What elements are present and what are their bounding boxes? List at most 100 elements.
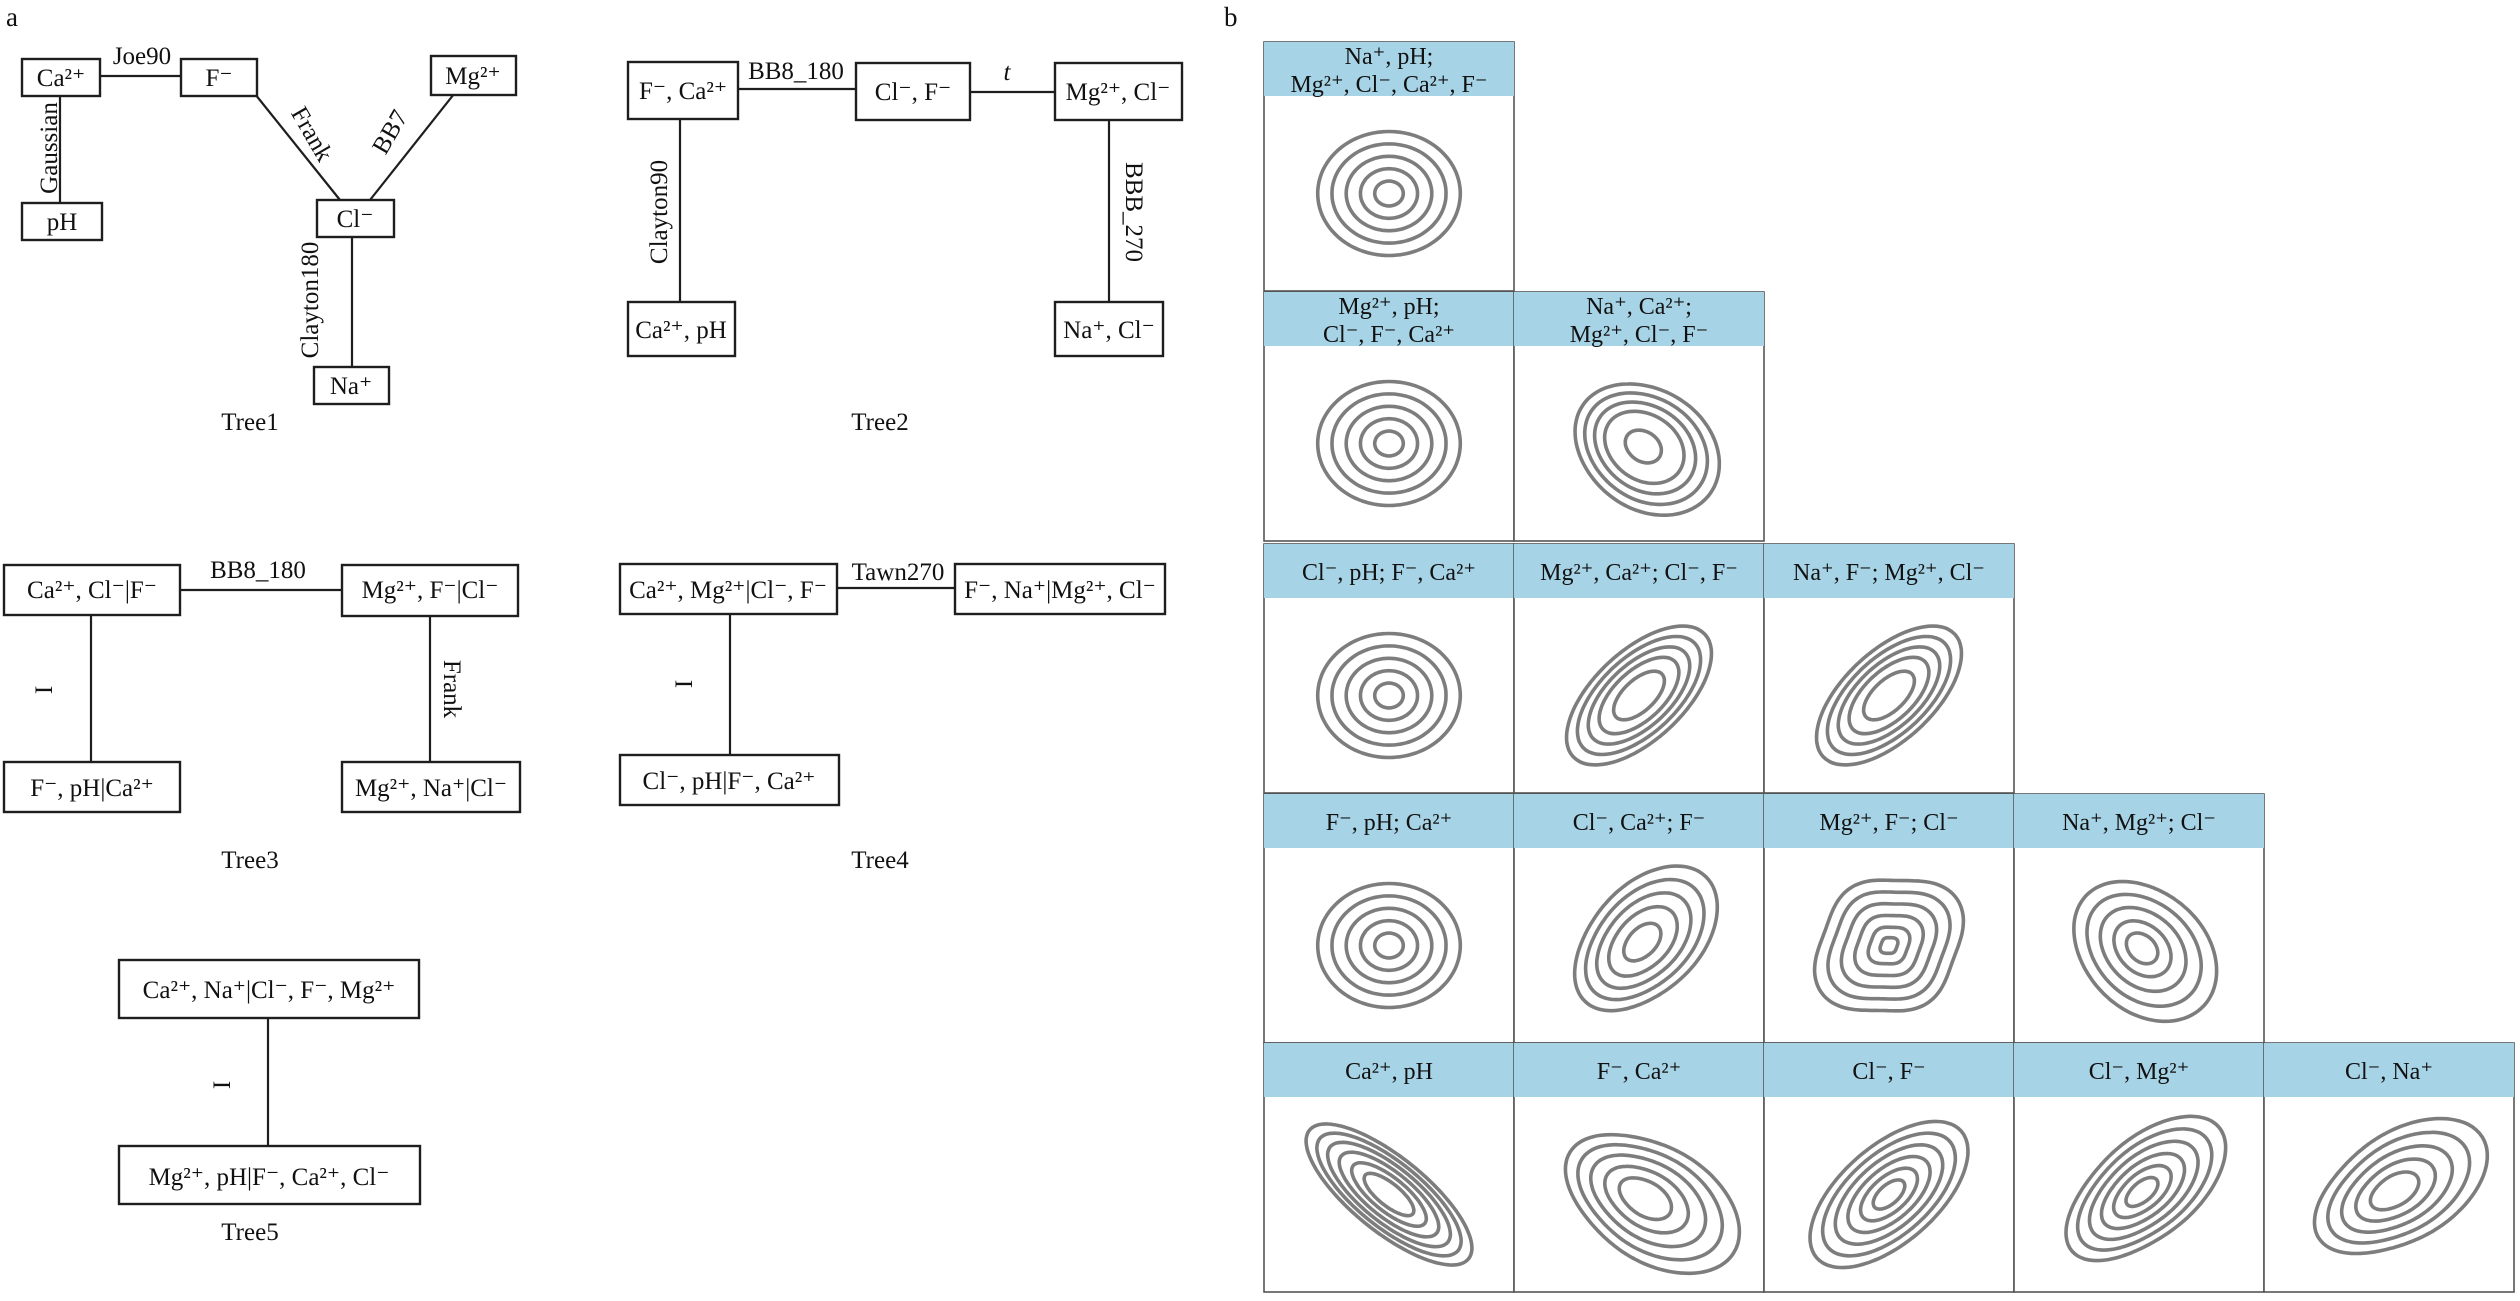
contour-cell-header bbox=[2264, 1043, 2514, 1097]
contour-cell-r3c2: Mg²⁺, Ca²⁺; Cl⁻, F⁻ bbox=[1513, 543, 1765, 794]
tree1-copula-frank: Frank bbox=[285, 102, 338, 166]
contour-line bbox=[2339, 1143, 2455, 1235]
contour-line bbox=[1812, 878, 1966, 1013]
contour-cell-header-text: Mg²⁺, Cl⁻, F⁻ bbox=[1570, 322, 1709, 348]
tree4-copula-tawn270: Tawn270 bbox=[852, 559, 945, 586]
contour-line bbox=[1594, 891, 1693, 991]
contour-line bbox=[1330, 142, 1448, 245]
contour-line bbox=[1315, 1131, 1463, 1258]
contour-line bbox=[1315, 129, 1463, 258]
contour-line bbox=[1330, 644, 1448, 747]
tree4-label: Tree4 bbox=[851, 847, 909, 874]
contour-line bbox=[1878, 935, 1900, 956]
contour-line bbox=[1325, 1140, 1453, 1249]
tree1-node-f bbox=[179, 57, 259, 98]
tree1-node-cl bbox=[315, 198, 396, 239]
contour-cell-r4c1: F⁻, pH; Ca²⁺ bbox=[1263, 793, 1515, 1044]
contour-line bbox=[1586, 645, 1692, 746]
contour-line bbox=[1866, 925, 1912, 966]
contour-line bbox=[1592, 400, 1698, 496]
contour-line bbox=[1606, 904, 1680, 978]
contour-cell-r5c2: F⁻, Ca²⁺ bbox=[1513, 1042, 1765, 1293]
contour-cell-header-text: Ca²⁺, pH bbox=[1345, 1059, 1433, 1085]
contour-line bbox=[1330, 392, 1448, 495]
tree4: Tawn270 I Ca²⁺, Mg²⁺|Cl⁻, F⁻ F⁻, Na⁺|Mg²… bbox=[618, 559, 1167, 874]
contour-line bbox=[1315, 881, 1463, 1010]
contour-line bbox=[1826, 890, 1952, 1001]
contour-cell-header-text: Cl⁻, Na⁺ bbox=[2345, 1059, 2433, 1085]
tree5-label: Tree5 bbox=[221, 1219, 278, 1246]
tree3-copula-i: I bbox=[31, 686, 58, 694]
tree5-node-b-label: Mg²⁺, pH|F⁻, Ca²⁺, Cl⁻ bbox=[149, 1164, 390, 1191]
tree1-node-na-label: Na⁺ bbox=[330, 373, 372, 400]
contour-line bbox=[1858, 1166, 1920, 1223]
tree2-node-caph bbox=[626, 300, 737, 358]
tree4-node-a-label: Ca²⁺, Mg²⁺|Cl⁻, F⁻ bbox=[629, 577, 827, 604]
panel-b-label: b bbox=[1224, 2, 1238, 32]
tree3-copula-frank: Frank bbox=[438, 660, 465, 719]
contour-line bbox=[1847, 655, 1931, 736]
contour-line bbox=[1315, 379, 1463, 508]
contour-line bbox=[1372, 681, 1406, 710]
contour-line bbox=[1564, 624, 1714, 767]
tree4-node-c bbox=[618, 753, 841, 807]
contour-line bbox=[1846, 1154, 1932, 1235]
contour-cell-header-text: Mg²⁺, Cl⁻, Ca²⁺, F⁻ bbox=[1290, 72, 1487, 98]
contour-cell-r4c2: Cl⁻, Ca²⁺; F⁻ bbox=[1513, 793, 1765, 1044]
tree3-node-a bbox=[2, 563, 182, 617]
tree1: Joe90 Gaussian Frank BB7 Clayton180 Ca²⁺… bbox=[20, 43, 518, 436]
contour-line bbox=[1344, 656, 1434, 735]
contour-line bbox=[1372, 429, 1406, 458]
tree1-copula-bb7: BB7 bbox=[367, 106, 413, 159]
contour-line bbox=[1588, 1153, 1708, 1249]
contour-line bbox=[2072, 879, 2219, 1024]
contour-cell-r4c4: Na⁺, Mg²⁺; Cl⁻ bbox=[2013, 793, 2265, 1044]
contour-line bbox=[1372, 931, 1406, 960]
tree2-copula-bb8180: BB8_180 bbox=[748, 58, 844, 85]
contour-line bbox=[1344, 154, 1434, 233]
contour-line bbox=[1349, 1160, 1429, 1229]
contour-cell-header-text: Mg²⁺, pH; bbox=[1338, 294, 1439, 320]
contour-cell-r2c2: Na⁺, Ca²⁺;Mg²⁺, Cl⁻, F⁻ bbox=[1513, 291, 1765, 542]
contour-line bbox=[1576, 1142, 1725, 1262]
contour-line bbox=[1597, 655, 1681, 736]
contour-line bbox=[1575, 634, 1703, 757]
tree5: I Ca²⁺, Na⁺|Cl⁻, F⁻, Mg²⁺ Mg²⁺, pH|F⁻, C… bbox=[117, 958, 422, 1246]
contour-line bbox=[1315, 631, 1463, 760]
contour-line bbox=[1583, 877, 1706, 1002]
contour-cell-header-text: Mg²⁺, F⁻; Cl⁻ bbox=[1819, 810, 1958, 836]
contour-line bbox=[1808, 1119, 1970, 1270]
contour-cell-r3c3: Na⁺, F⁻; Mg²⁺, Cl⁻ bbox=[1763, 543, 2015, 794]
contour-cell-header bbox=[1514, 794, 1764, 848]
contour-line bbox=[2112, 918, 2173, 979]
contour-cell-header bbox=[1264, 794, 1514, 848]
contour-cell-header-text: Na⁺, pH; bbox=[1345, 44, 1434, 70]
contour-cell-r5c4: Cl⁻, Mg²⁺ bbox=[2013, 1042, 2265, 1293]
contour-cell-header-text: F⁻, Ca²⁺ bbox=[1597, 1059, 1682, 1085]
tree2-node-fca-label: F⁻, Ca²⁺ bbox=[639, 78, 727, 105]
contour-cell-r5c1: Ca²⁺, pH bbox=[1263, 1042, 1515, 1293]
tree4-node-b-label: F⁻, Na⁺|Mg²⁺, Cl⁻ bbox=[964, 577, 1156, 604]
tree3-label: Tree3 bbox=[221, 847, 278, 874]
tree2-node-clf-label: Cl⁻, F⁻ bbox=[875, 79, 951, 106]
contour-cell-header bbox=[1764, 1043, 2014, 1097]
tree1-node-mg bbox=[429, 54, 518, 97]
contour-line bbox=[1582, 391, 1710, 507]
tree3-copula-bb8180: BB8_180 bbox=[210, 557, 306, 584]
tree3-node-c bbox=[2, 760, 182, 814]
contour-line bbox=[2075, 1127, 2214, 1252]
contour-line bbox=[2326, 1130, 2472, 1245]
contour-cell-header-text: F⁻, pH; Ca²⁺ bbox=[1326, 810, 1453, 836]
tree1-node-ca-label: Ca²⁺ bbox=[37, 65, 85, 92]
contour-cell-header bbox=[1514, 1043, 1764, 1097]
tree1-node-ph bbox=[20, 201, 104, 242]
contour-line bbox=[1825, 634, 1953, 757]
contour-line bbox=[2353, 1157, 2438, 1223]
tree2-node-nacl-label: Na⁺, Cl⁻ bbox=[1063, 317, 1155, 344]
contour-line bbox=[1358, 918, 1420, 973]
contour-line bbox=[1839, 901, 1939, 990]
contour-line bbox=[1344, 404, 1434, 483]
contour-line bbox=[1820, 1131, 1958, 1258]
contour-line bbox=[1852, 913, 1926, 978]
panel-a-label: a bbox=[6, 2, 18, 32]
